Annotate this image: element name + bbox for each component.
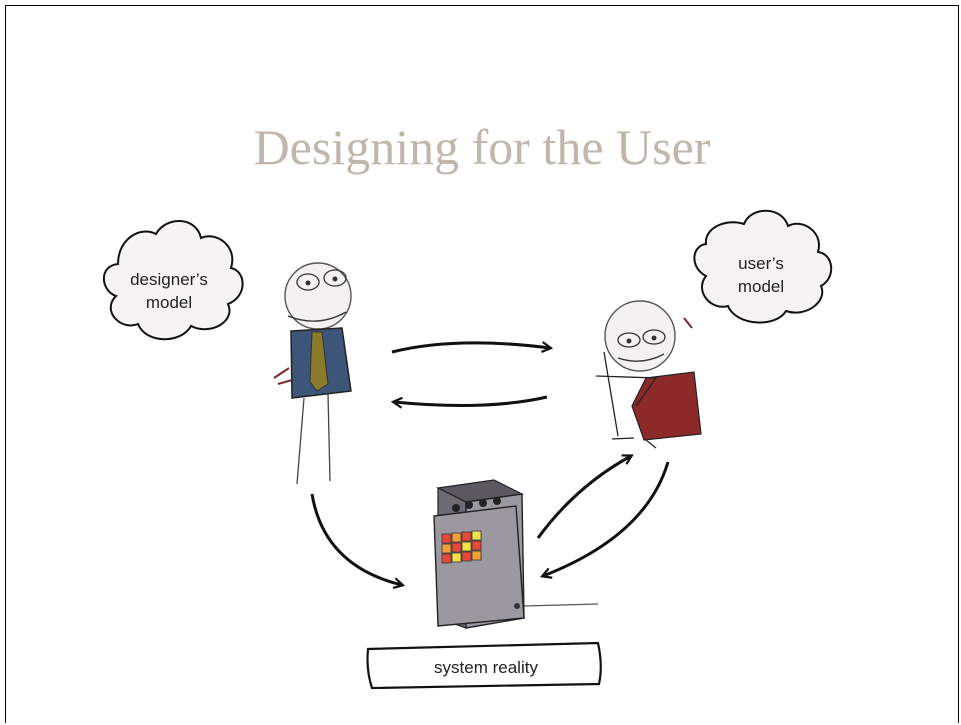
designer-figure bbox=[273, 262, 352, 485]
arrow-designer-to-user bbox=[391, 343, 550, 354]
designer-model-label: designer’s model bbox=[130, 270, 208, 312]
arrow-user-to-designer bbox=[394, 395, 548, 406]
designer-thought-cloud bbox=[102, 220, 244, 341]
arrow-user-to-system bbox=[543, 461, 670, 576]
arrow-designer-to-system bbox=[310, 493, 402, 585]
system-machine bbox=[433, 479, 599, 629]
system-reality-box bbox=[366, 641, 602, 690]
user-model-label: user’s model bbox=[737, 254, 785, 296]
system-reality-label: system reality bbox=[434, 658, 538, 677]
arrow-system-to-user bbox=[536, 456, 631, 539]
user-figure bbox=[595, 300, 702, 449]
diagram-art bbox=[102, 209, 833, 690]
slide: Designing for the User bbox=[5, 5, 959, 723]
user-thought-cloud bbox=[693, 209, 833, 324]
slide-title: Designing for the User bbox=[253, 119, 711, 175]
